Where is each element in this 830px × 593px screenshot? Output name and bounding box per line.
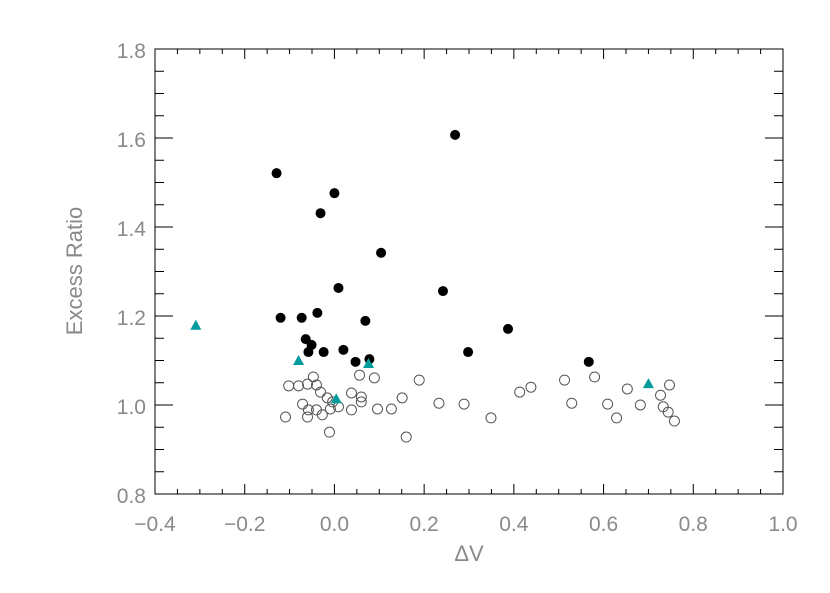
open-circle-point xyxy=(662,406,674,418)
open-circle-point xyxy=(368,372,380,384)
x-tick-label: 0.4 xyxy=(499,513,529,536)
open-circle-point xyxy=(514,386,526,398)
y-tick-label: 1.6 xyxy=(117,129,146,152)
tick-labels: −0.4 −0.2 0.0 0.2 0.4 0.6 0.8 1.0 0.8 1.0 1.2 1.4 1.… xyxy=(117,40,798,536)
open-circle-point xyxy=(433,397,445,409)
filled-circle-point xyxy=(329,188,340,199)
open-circle-point xyxy=(655,389,667,401)
open-circle-point xyxy=(664,379,676,391)
filled-circle-point xyxy=(312,307,323,318)
filled-circle-point xyxy=(333,282,344,293)
filled-circle-point xyxy=(275,312,286,323)
filled-circle-point xyxy=(503,323,514,334)
open-circle-point xyxy=(354,369,366,381)
filled-circle-point xyxy=(376,247,387,258)
open-circle-point xyxy=(280,411,292,423)
x-axis-label: ΔV xyxy=(454,541,484,566)
triangle-point xyxy=(330,393,342,404)
open-circle-point xyxy=(323,426,335,438)
open-circle-point xyxy=(559,374,571,386)
open-circle-point xyxy=(458,398,470,410)
open-circle-point xyxy=(525,381,537,393)
y-tick-label: 1.0 xyxy=(117,396,146,419)
triangle-point xyxy=(190,319,202,330)
plot-frame xyxy=(154,48,784,495)
open-circle-point xyxy=(589,371,601,383)
filled-circle-point xyxy=(315,208,326,219)
filled-circle-point xyxy=(271,168,282,179)
x-tick-label: −0.4 xyxy=(134,513,176,536)
filled-circle-point xyxy=(318,347,329,358)
x-tick-label: 0.8 xyxy=(679,513,708,536)
open-circle-point xyxy=(566,397,578,409)
triangle-point xyxy=(293,354,305,365)
open-circle-point xyxy=(396,392,408,404)
filled-circle-point xyxy=(303,347,314,358)
open-circle-point xyxy=(485,412,497,424)
open-circle-point xyxy=(611,412,623,424)
x-tick-label: −0.2 xyxy=(224,513,265,536)
axis-ticks xyxy=(154,48,784,495)
filled-circle-point xyxy=(463,347,474,358)
open-circle-point xyxy=(371,403,383,415)
x-tick-label: 0.0 xyxy=(320,513,349,536)
open-circle-point xyxy=(302,411,314,423)
open-circle-point xyxy=(385,403,397,415)
data-points xyxy=(190,129,680,443)
x-tick-label: 1.0 xyxy=(768,513,797,536)
open-circle-point xyxy=(345,387,357,399)
open-circle-point xyxy=(413,374,425,386)
triangle-point xyxy=(363,358,375,369)
open-circle-point xyxy=(297,398,309,410)
filled-circle-point xyxy=(450,129,461,140)
filled-circle-point xyxy=(583,356,594,367)
open-circle-point xyxy=(668,415,680,427)
y-tick-label: 1.2 xyxy=(117,307,146,330)
open-circle-point xyxy=(400,431,412,443)
filled-circle-point xyxy=(360,315,371,326)
y-tick-label: 1.8 xyxy=(117,40,146,63)
x-tick-label: 0.6 xyxy=(589,513,618,536)
open-circle-point xyxy=(307,371,319,383)
open-circle-point xyxy=(302,378,314,390)
open-circle-point xyxy=(283,380,295,392)
open-circle-point xyxy=(355,396,367,408)
filled-circle-point xyxy=(437,286,448,297)
triangle-point xyxy=(642,378,654,389)
x-tick-label: 0.2 xyxy=(410,513,439,536)
open-circle-point xyxy=(293,380,305,392)
open-circle-point xyxy=(355,391,367,403)
filled-circle-point xyxy=(296,312,307,323)
open-circle-point xyxy=(315,386,327,398)
filled-circle-point xyxy=(350,356,361,367)
open-circle-point xyxy=(621,383,633,395)
open-circle-point xyxy=(602,398,614,410)
y-tick-label: 1.4 xyxy=(117,218,147,241)
open-circle-point xyxy=(316,409,328,421)
filled-circle-point xyxy=(338,344,349,355)
y-axis-label: Excess Ratio xyxy=(62,207,87,335)
open-circle-point xyxy=(302,404,314,416)
y-tick-label: 0.8 xyxy=(117,485,146,508)
open-circle-point xyxy=(345,404,357,416)
open-circle-point xyxy=(634,399,646,411)
open-circle-point xyxy=(324,403,336,415)
